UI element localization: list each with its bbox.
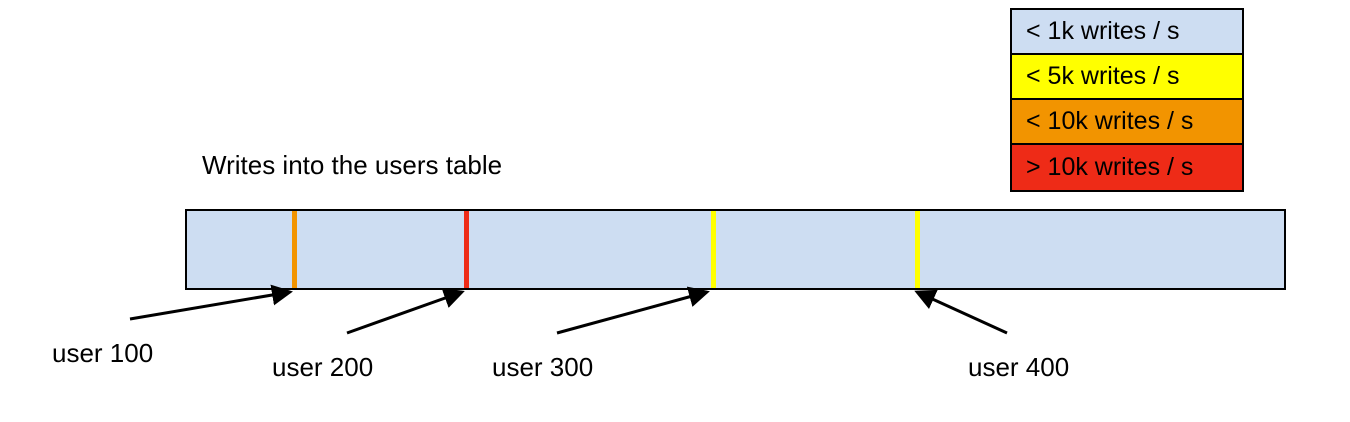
user-200-marker	[464, 211, 469, 288]
user-400-marker	[915, 211, 920, 288]
users-table-keyspace-bar	[185, 209, 1286, 290]
legend-row-lt-10k: < 10k writes / s	[1012, 100, 1242, 145]
legend-label-lt-10k: < 10k writes / s	[1026, 107, 1194, 135]
legend-row-lt-5k: < 5k writes / s	[1012, 55, 1242, 100]
callout-label-user-200: user 200	[272, 352, 374, 382]
diagram-title: Writes into the users table	[202, 150, 503, 180]
callout-arrows	[129, 284, 1008, 335]
legend: < 1k writes / s < 5k writes / s < 10k wr…	[1010, 8, 1244, 192]
legend-row-lt-1k: < 1k writes / s	[1012, 10, 1242, 55]
user-300-marker	[711, 211, 716, 288]
callout-label-user-400: user 400	[968, 352, 1070, 382]
callout-label-user-100: user 100	[52, 338, 154, 368]
legend-row-gt-10k: > 10k writes / s	[1012, 145, 1242, 190]
callout-label-user-300: user 300	[492, 352, 594, 382]
legend-label-lt-1k: < 1k writes / s	[1026, 17, 1180, 45]
legend-label-gt-10k: > 10k writes / s	[1026, 153, 1194, 181]
user-100-marker	[292, 211, 297, 288]
legend-label-lt-5k: < 5k writes / s	[1026, 62, 1180, 90]
